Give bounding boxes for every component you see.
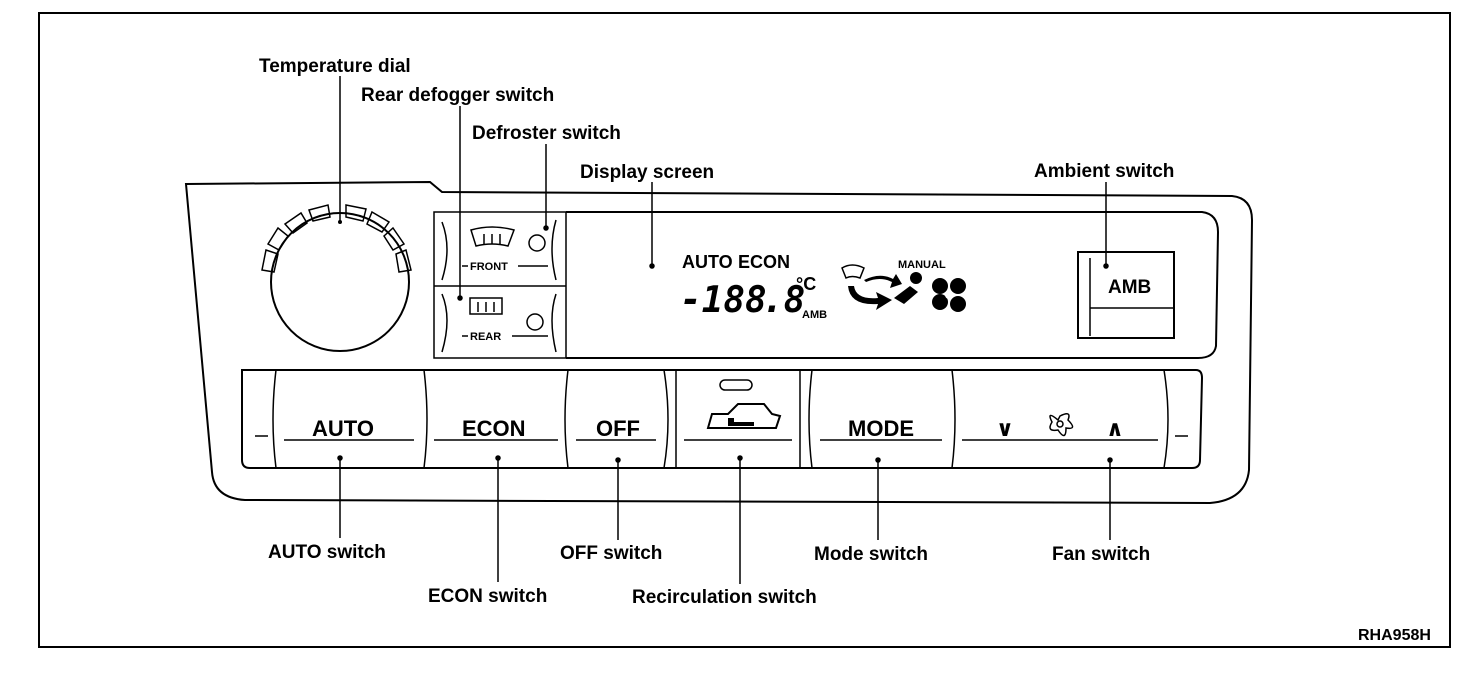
auto-button-label: AUTO: [312, 416, 374, 441]
recirculation-button[interactable]: [684, 379, 792, 441]
display-temperature-unit: °C: [796, 274, 816, 294]
figure-frame: [38, 12, 1451, 648]
fan-button[interactable]: ∨ ∧: [962, 413, 1158, 441]
display-screen: AUTO ECON -188 .8 °C AMB MANUAL: [566, 211, 1220, 359]
callout-off-switch: OFF switch: [560, 543, 662, 564]
callout-rear-defogger-switch: Rear defogger switch: [361, 85, 554, 106]
off-button-label: OFF: [596, 416, 640, 441]
econ-button-label: ECON: [462, 416, 526, 441]
rear-defogger-switch[interactable]: REAR: [441, 293, 557, 353]
callout-recirculation-switch: Recirculation switch: [632, 587, 817, 608]
callout-mode-switch: Mode switch: [814, 544, 928, 565]
front-defroster-label: FRONT: [470, 261, 508, 273]
callout-display-screen: Display screen: [580, 162, 714, 183]
button-separators: [272, 369, 1169, 469]
front-defroster-icon: [470, 226, 515, 247]
fan-up-button[interactable]: ∧: [1106, 416, 1124, 441]
display-manual-indicator: MANUAL: [898, 259, 946, 271]
rear-defogger-label: REAR: [470, 331, 501, 343]
callout-econ-switch: ECON switch: [428, 586, 547, 607]
control-panel-housing: [184, 180, 1254, 505]
econ-button[interactable]: ECON: [434, 416, 558, 441]
auto-button[interactable]: AUTO: [284, 416, 414, 441]
display-amb-indicator: AMB: [802, 309, 827, 321]
callout-leaders: [337, 76, 1113, 584]
rear-defogger-icon: [469, 297, 503, 315]
fan-icon: [1049, 413, 1074, 437]
display-fan-icon: [932, 278, 966, 312]
ambient-button[interactable]: AMB: [1077, 251, 1175, 339]
rear-defogger-indicator: [526, 313, 544, 331]
callout-defroster-switch: Defroster switch: [472, 123, 621, 144]
display-econ-indicator: ECON: [738, 252, 790, 272]
recirculation-car-icon: [706, 403, 782, 429]
callout-fan-switch: Fan switch: [1052, 544, 1150, 565]
callout-ambient-switch: Ambient switch: [1034, 161, 1174, 182]
ambient-button-label: AMB: [1108, 277, 1151, 298]
display-auto-indicator: AUTO: [682, 252, 733, 272]
temperature-dial[interactable]: [261, 204, 412, 352]
mode-button[interactable]: MODE: [820, 416, 942, 441]
mode-button-label: MODE: [848, 416, 914, 441]
front-defroster-switch[interactable]: FRONT: [441, 219, 557, 281]
callout-temperature-dial: Temperature dial: [259, 56, 411, 77]
recirculation-indicator: [719, 379, 753, 391]
defroster-panel: FRONT REAR: [433, 211, 567, 359]
temperature-indicator-segments: [261, 204, 412, 273]
callout-auto-switch: AUTO switch: [268, 542, 386, 563]
display-temperature-digits: -188: [680, 280, 767, 321]
figure-id: RHA958H: [1358, 627, 1431, 644]
off-button[interactable]: OFF: [576, 416, 656, 441]
airflow-icon: [841, 264, 922, 310]
display-temperature-decimal: .8: [762, 280, 805, 321]
fan-down-button[interactable]: ∨: [996, 416, 1014, 441]
front-defroster-indicator: [528, 234, 546, 252]
button-row: [241, 369, 1204, 469]
